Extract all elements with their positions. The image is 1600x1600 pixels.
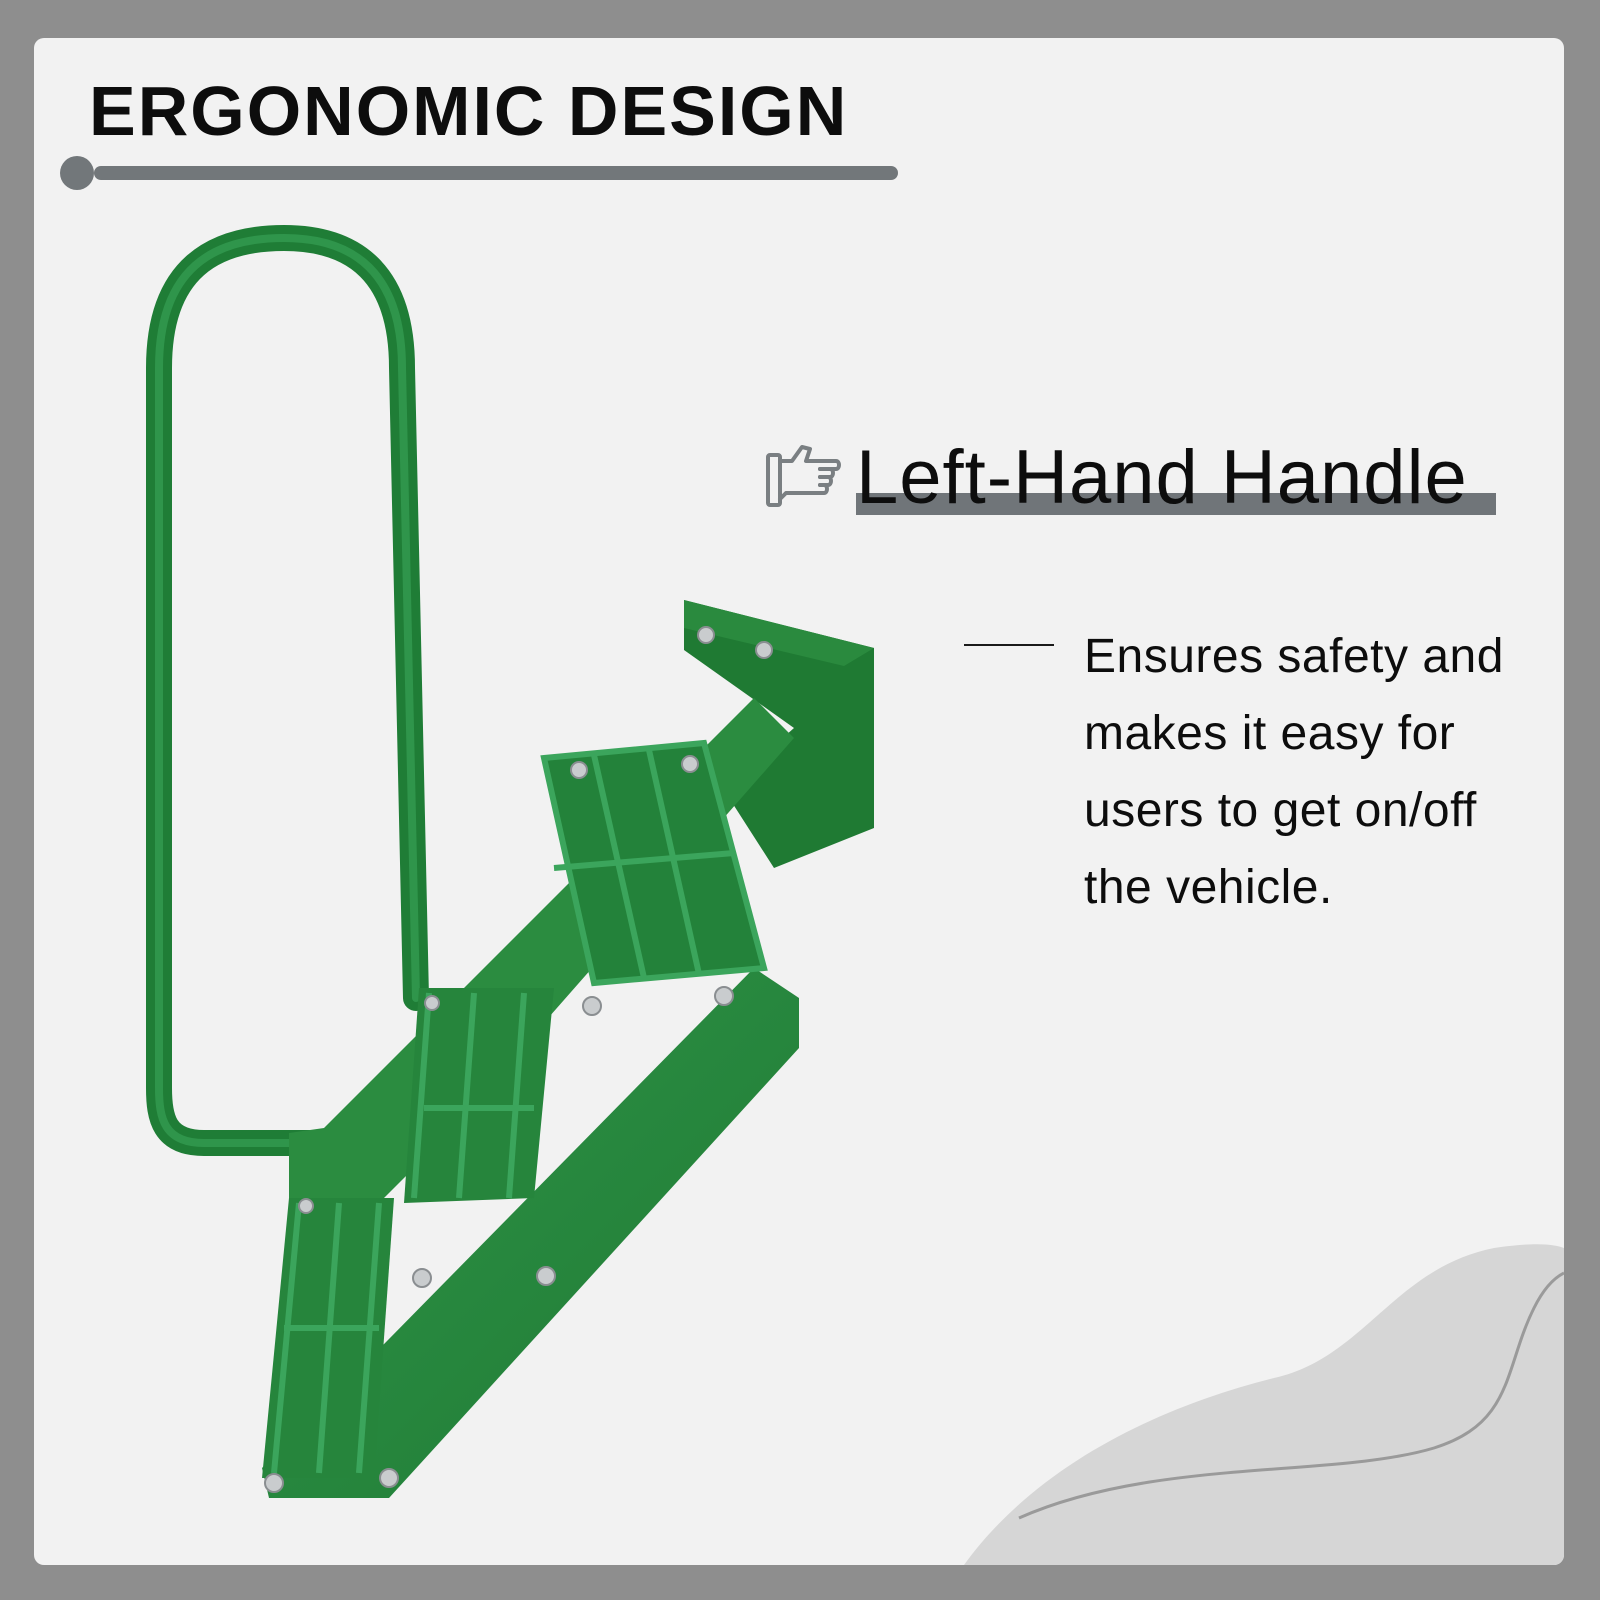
feature-title: Left-Hand Handle bbox=[856, 435, 1468, 520]
title-underline bbox=[94, 166, 898, 180]
page-title: ERGONOMIC DESIGN bbox=[89, 72, 849, 150]
green-step-ladder-image bbox=[146, 224, 874, 1498]
product-card: ERGONOMIC DESIGN bbox=[34, 38, 1564, 1565]
description-leader-line bbox=[964, 644, 1054, 646]
title-underline-dot bbox=[60, 156, 94, 190]
pointing-hand-icon bbox=[766, 445, 841, 507]
feature-description: Ensures safety and makes it easy for use… bbox=[1084, 630, 1504, 914]
decorative-wave bbox=[964, 1244, 1564, 1565]
feature-title-bar bbox=[856, 493, 1496, 515]
